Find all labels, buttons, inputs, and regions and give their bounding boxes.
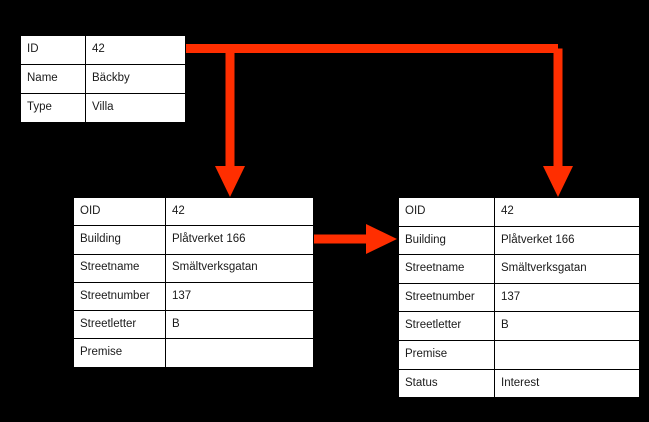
field-key: Streetname xyxy=(73,253,166,283)
source-entity-table: ID 42 Name Bäckby Type Villa xyxy=(20,35,186,123)
field-key: OID xyxy=(73,196,166,227)
field-key: Streetnumber xyxy=(73,281,166,312)
field-value-empty xyxy=(494,339,640,370)
table-row: Type Villa xyxy=(20,93,186,123)
table-row: Name Bäckby xyxy=(20,64,186,94)
field-key: Building xyxy=(73,225,166,255)
table-row: ID 42 xyxy=(20,35,186,65)
field-key: Premise xyxy=(398,339,495,370)
field-key: Streetname xyxy=(398,254,495,284)
field-value: Interest xyxy=(494,368,640,399)
arrow-source-to-right-head xyxy=(543,166,573,197)
field-value: 137 xyxy=(494,282,640,313)
field-key: Type xyxy=(20,93,86,123)
field-key: Building xyxy=(398,225,495,256)
field-key: Premise xyxy=(73,338,166,368)
field-value: Smältverksgatan xyxy=(494,254,640,284)
right-object-table: OID 42 Building Plåtverket 166 Streetnam… xyxy=(398,197,640,399)
table-row: Premise xyxy=(73,338,314,368)
field-value-empty xyxy=(165,338,314,368)
field-key: Streetletter xyxy=(73,310,166,340)
table-row: Streetname Smältverksgatan xyxy=(73,253,314,283)
field-value: B xyxy=(494,311,640,341)
table-row: OID 42 xyxy=(398,197,640,227)
field-value: B xyxy=(165,310,314,340)
field-key: Streetletter xyxy=(398,311,495,341)
table-row: Building Plåtverket 166 xyxy=(73,225,314,255)
table-row: Streetname Smältverksgatan xyxy=(398,254,640,284)
field-value: 42 xyxy=(85,35,186,65)
field-key: OID xyxy=(398,197,495,227)
arrow-source-to-middle-head xyxy=(215,166,245,197)
table-row: Streetnumber 137 xyxy=(73,281,314,312)
field-key: Name xyxy=(20,64,86,94)
table-row: Status Interest xyxy=(398,368,640,399)
field-value: Plåtverket 166 xyxy=(165,225,314,255)
field-value: Bäckby xyxy=(85,64,186,94)
arrow-middle-to-right-head xyxy=(366,224,397,254)
table-row: Streetletter B xyxy=(398,311,640,341)
field-value: 137 xyxy=(165,281,314,312)
table-row: Premise xyxy=(398,339,640,370)
table-row: OID 42 xyxy=(73,196,314,227)
middle-object-table: OID 42 Building Plåtverket 166 Streetnam… xyxy=(73,196,314,368)
table-row: Streetnumber 137 xyxy=(398,282,640,313)
field-key: Status xyxy=(398,368,495,399)
table-row: Streetletter B xyxy=(73,310,314,340)
table-row: Building Plåtverket 166 xyxy=(398,225,640,256)
field-value: 42 xyxy=(494,197,640,227)
field-value: 42 xyxy=(165,196,314,227)
field-key: ID xyxy=(20,35,86,65)
field-key: Streetnumber xyxy=(398,282,495,313)
field-value: Smältverksgatan xyxy=(165,253,314,283)
field-value: Villa xyxy=(85,93,186,123)
field-value: Plåtverket 166 xyxy=(494,225,640,256)
